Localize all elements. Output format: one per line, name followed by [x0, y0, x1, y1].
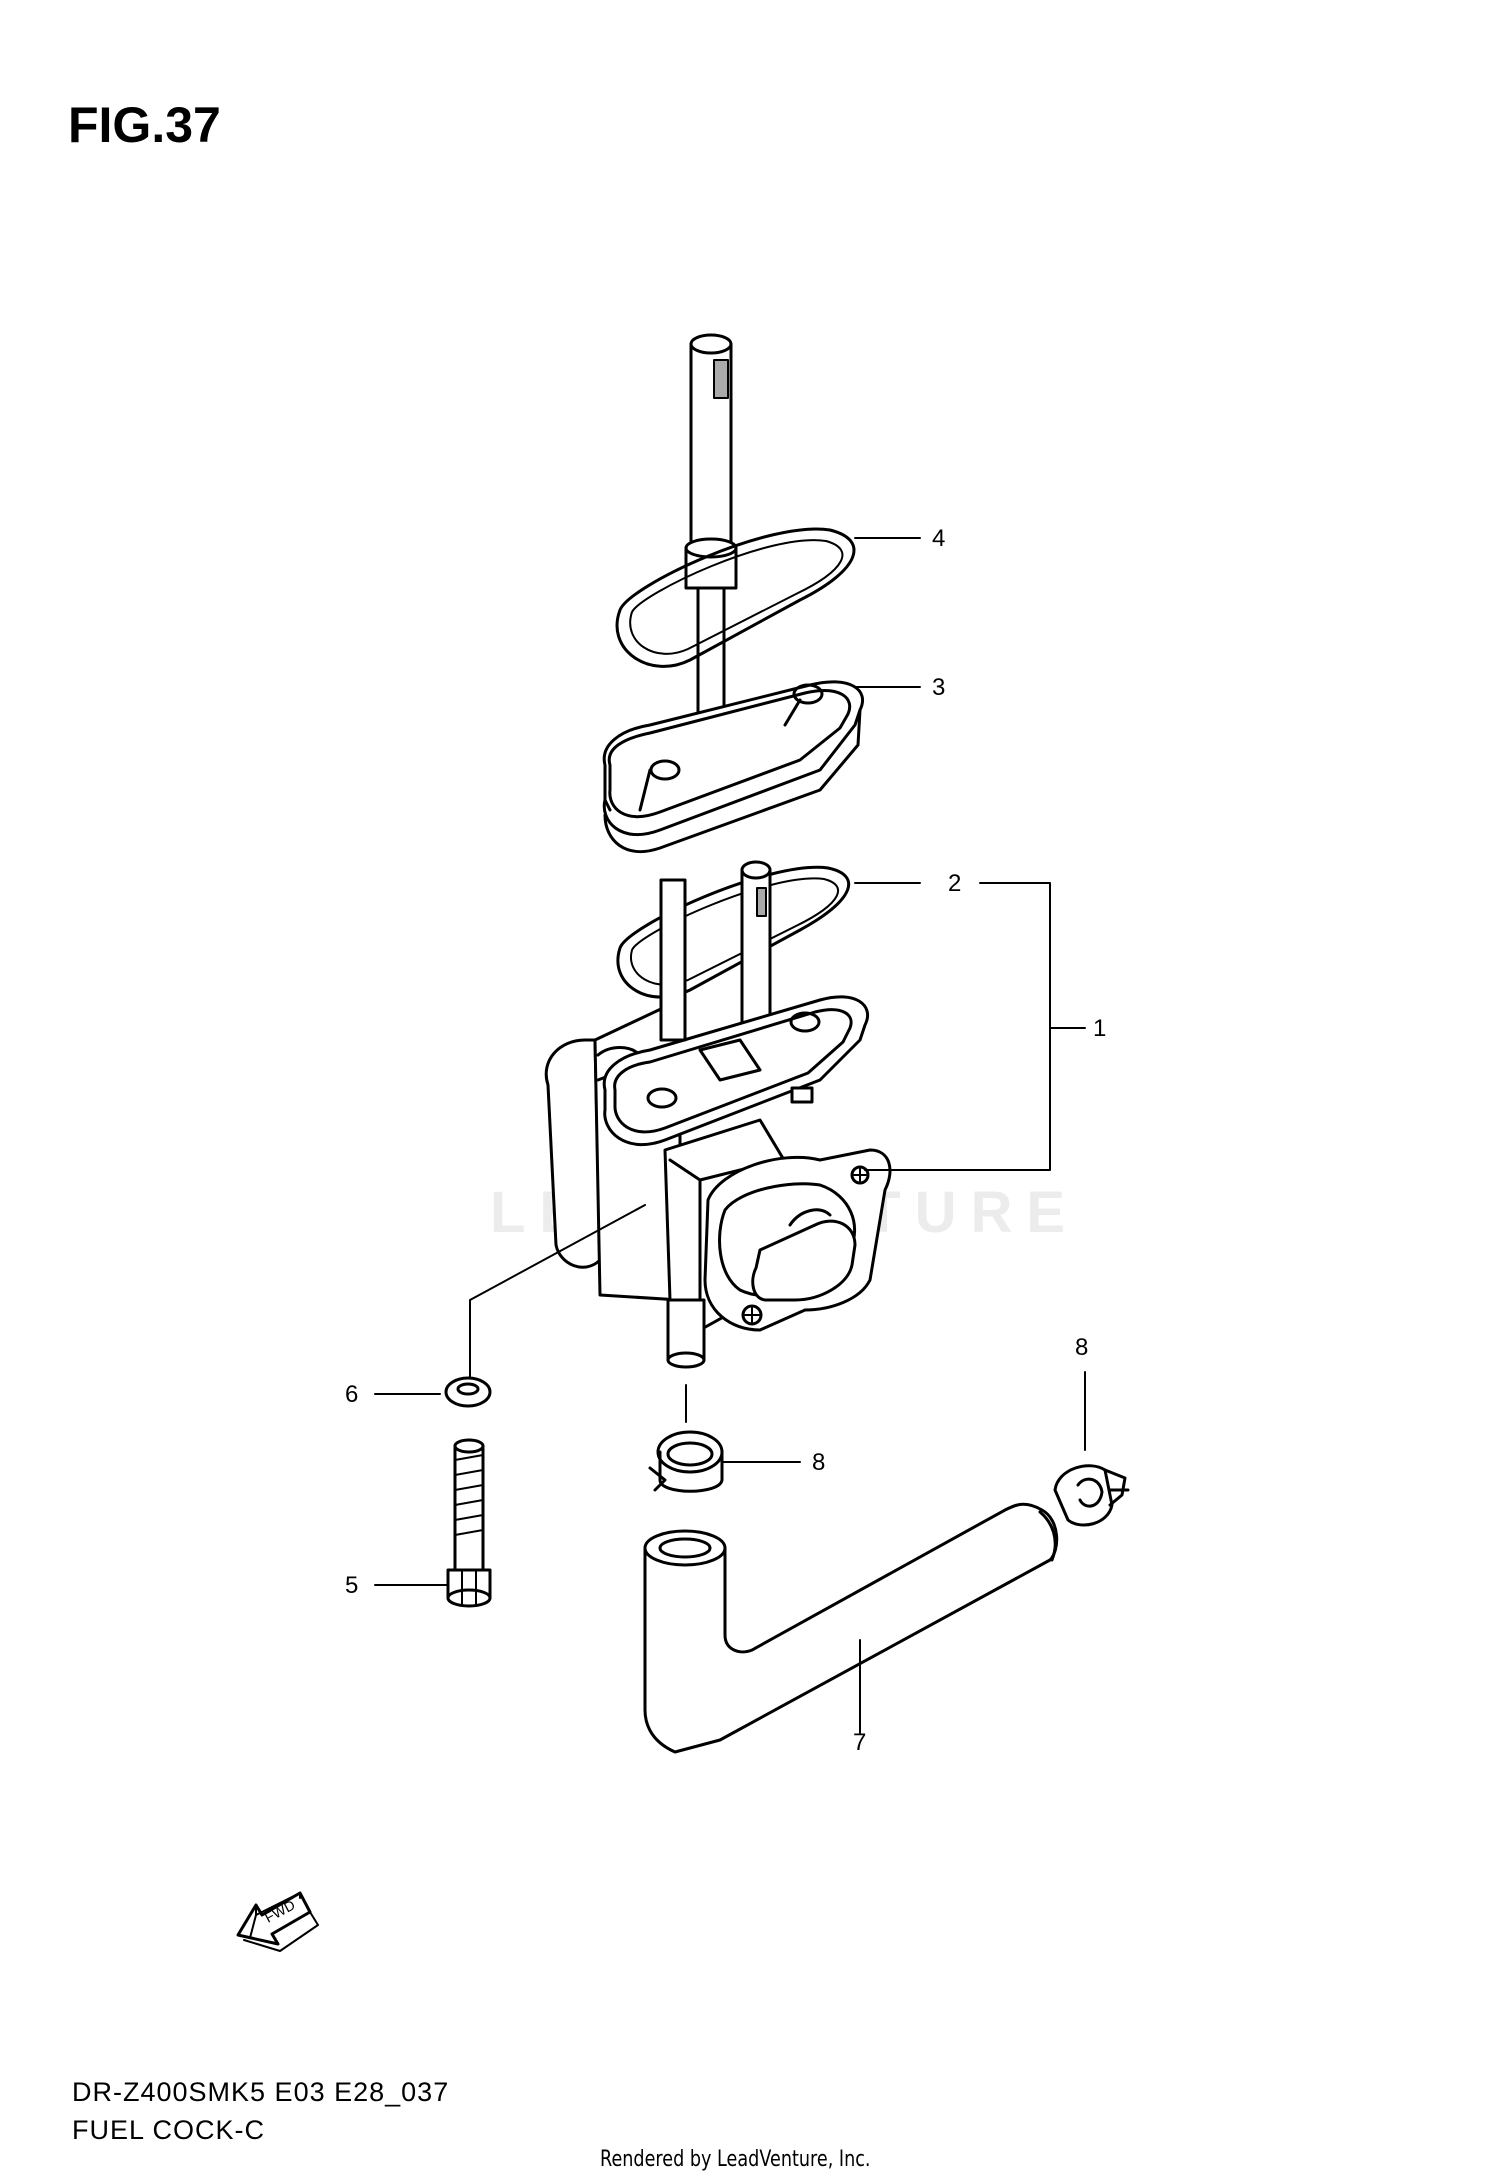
- part-clamp-8-b[interactable]: [1053, 1464, 1130, 1527]
- callout-4: 4: [932, 525, 945, 552]
- part-washer-6[interactable]: [444, 1376, 492, 1408]
- callout-2: 2: [948, 870, 961, 897]
- callout-7: 7: [853, 1729, 866, 1756]
- part-fuel-cock-body[interactable]: [544, 860, 892, 1369]
- callout-5: 5: [345, 1572, 358, 1599]
- part-hose-7[interactable]: [643, 1502, 1059, 1754]
- callout-1: 1: [1093, 1015, 1106, 1042]
- part-gasket-2[interactable]: [616, 865, 851, 999]
- rendered-by-credit: Rendered by LeadVenture, Inc.: [600, 2147, 871, 2172]
- part-plate-3[interactable]: [602, 680, 864, 854]
- callout-3: 3: [932, 674, 945, 701]
- callout-8-right: 8: [1075, 1334, 1088, 1361]
- fwd-arrow-icon: FWD: [236, 1891, 319, 1952]
- figure-caption: FUEL COCK-C: [72, 2115, 266, 2145]
- leader-lines: [374, 537, 1086, 1734]
- model-code: DR-Z400SMK5 E03 E28_037: [72, 2077, 450, 2107]
- callout-8-mid: 8: [812, 1449, 825, 1476]
- callout-6: 6: [345, 1381, 358, 1408]
- part-clamp-8-a[interactable]: [648, 1430, 724, 1493]
- part-bolt-5[interactable]: [446, 1438, 492, 1608]
- figure-title: FIG.37: [68, 97, 221, 153]
- part-gasket-4[interactable]: [615, 527, 856, 668]
